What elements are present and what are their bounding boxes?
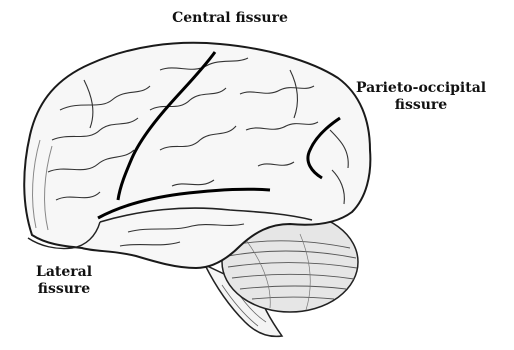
lateral-fissure-label: Lateral fissure bbox=[20, 264, 108, 298]
lateral-fissure-text-line2: fissure bbox=[20, 281, 108, 298]
parieto-occipital-text-line2: fissure bbox=[356, 97, 486, 114]
parieto-occipital-text-line1: Parieto-occipital bbox=[356, 80, 486, 97]
parieto-occipital-fissure-label: Parieto-occipital fissure bbox=[356, 80, 486, 114]
lateral-fissure-text-line1: Lateral bbox=[20, 264, 108, 281]
central-fissure-text: Central fissure bbox=[160, 10, 300, 27]
central-fissure-label: Central fissure bbox=[160, 10, 300, 27]
